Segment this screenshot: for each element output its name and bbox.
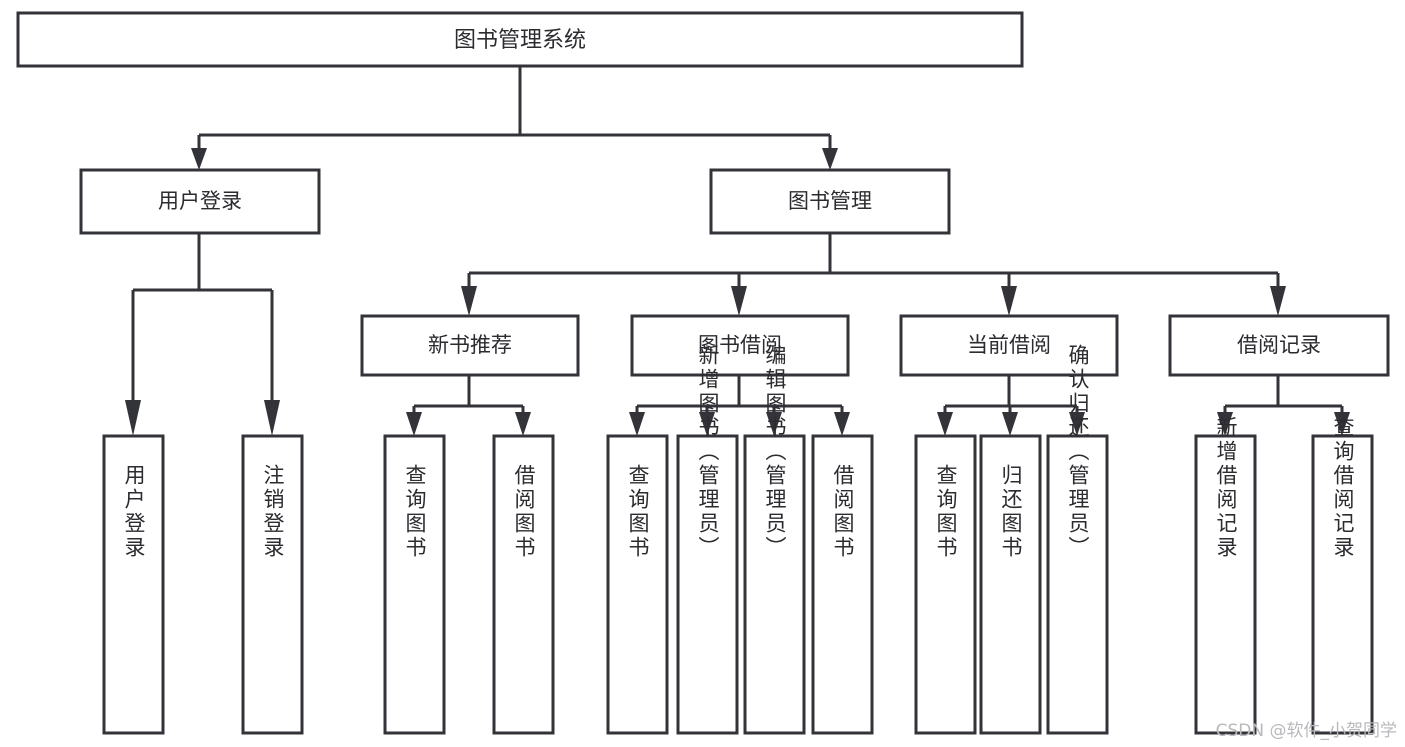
- node-current-borrow-label: 当前借阅: [967, 333, 1051, 357]
- node-leaf-user-logout-label: 注销登录: [261, 464, 285, 560]
- arrow-head-leaf-return-book: [1002, 412, 1018, 436]
- arrow-head-new-book-recommend: [461, 286, 477, 316]
- node-leaf-query-record[interactable]: 查询借阅记录: [1311, 416, 1374, 735]
- node-book-management[interactable]: 图书管理: [709, 168, 951, 235]
- node-leaf-return-book-label: 归还图书: [999, 464, 1023, 560]
- node-leaf-query-book-3[interactable]: 查询图书: [914, 434, 977, 735]
- arrow-head-leaf-borrow-book-1: [515, 412, 531, 436]
- node-book-borrow-box[interactable]: [630, 314, 850, 377]
- node-book-borrow-label: 图书借阅: [698, 333, 782, 357]
- node-leaf-query-book-1[interactable]: 查询图书: [383, 434, 446, 735]
- node-leaf-add-book[interactable]: 新增图书（管理员）: [676, 344, 739, 735]
- node-leaf-confirm-return-box[interactable]: [1046, 434, 1109, 735]
- node-root-label: 图书管理系统: [454, 28, 586, 53]
- arrow-head-book-management: [822, 148, 838, 170]
- node-user-login-label: 用户登录: [158, 189, 242, 213]
- arrow-head-leaf-edit-book: [766, 412, 782, 436]
- arrow-head-book-borrow: [731, 286, 747, 316]
- node-book-management-label: 图书管理: [788, 189, 872, 213]
- arrow-head-leaf-user-login: [125, 400, 141, 436]
- node-leaf-user-login-label: 用户登录: [122, 464, 146, 560]
- arrow-head-leaf-query-record: [1334, 412, 1350, 436]
- arrow-head-leaf-add-book: [699, 412, 715, 436]
- node-leaf-return-book-box[interactable]: [979, 434, 1042, 735]
- node-book-management-box[interactable]: [709, 168, 951, 235]
- arrow-head-leaf-user-logout: [264, 400, 280, 436]
- node-root[interactable]: 图书管理系统: [16, 11, 1024, 68]
- node-leaf-user-logout-box[interactable]: [241, 434, 304, 735]
- arrow-head-leaf-query-book-3: [937, 412, 953, 436]
- node-current-borrow[interactable]: 当前借阅: [899, 314, 1119, 377]
- arrow-head-user-login: [191, 148, 207, 170]
- node-user-login[interactable]: 用户登录: [79, 168, 321, 235]
- arrow-head-leaf-borrow-book-2: [834, 412, 850, 436]
- node-leaf-query-book-2[interactable]: 查询图书: [606, 434, 669, 735]
- arrow-head-current-borrow: [1001, 286, 1017, 316]
- node-leaf-borrow-book-1-box[interactable]: [492, 434, 555, 735]
- node-borrow-record-label: 借阅记录: [1237, 333, 1321, 357]
- node-leaf-confirm-return-label: 确认归还（管理员）: [1066, 344, 1090, 560]
- node-leaf-borrow-book-1[interactable]: 借阅图书: [492, 434, 555, 735]
- node-leaf-add-record[interactable]: 新增借阅记录: [1194, 416, 1257, 735]
- arrow-head-leaf-confirm-return: [1069, 412, 1085, 436]
- node-leaf-edit-book-box[interactable]: [743, 434, 806, 735]
- node-leaf-query-book-3-box[interactable]: [914, 434, 977, 735]
- node-current-borrow-box[interactable]: [899, 314, 1119, 377]
- node-leaf-query-book-1-box[interactable]: [383, 434, 446, 735]
- arrow-head-leaf-query-book-1: [406, 412, 422, 436]
- node-new-book-recommend[interactable]: 新书推荐: [360, 314, 580, 377]
- node-leaf-borrow-book-1-label: 借阅图书: [512, 464, 536, 560]
- node-new-book-recommend-label: 新书推荐: [428, 333, 512, 357]
- node-leaf-confirm-return[interactable]: 确认归还（管理员）: [1046, 344, 1109, 735]
- node-leaf-add-record-box[interactable]: [1194, 434, 1257, 735]
- node-leaf-add-book-box[interactable]: [676, 434, 739, 735]
- node-book-borrow[interactable]: 图书借阅: [630, 314, 850, 377]
- node-leaf-query-record-box[interactable]: [1311, 434, 1374, 735]
- node-new-book-recommend-box[interactable]: [360, 314, 580, 377]
- node-leaf-query-book-1-label: 查询图书: [403, 464, 427, 560]
- arrow-head-leaf-query-book-2: [629, 412, 645, 436]
- node-leaf-query-book-3-label: 查询图书: [934, 464, 958, 560]
- node-leaf-user-logout[interactable]: 注销登录: [241, 434, 304, 735]
- node-leaf-borrow-book-2[interactable]: 借阅图书: [811, 434, 874, 735]
- node-leaf-add-book-label: 新增图书（管理员）: [696, 344, 720, 560]
- node-user-login-box[interactable]: [79, 168, 321, 235]
- node-leaf-query-book-2-label: 查询图书: [626, 464, 650, 560]
- node-root-box[interactable]: [16, 11, 1024, 68]
- node-leaf-user-login-box[interactable]: [102, 434, 165, 735]
- node-leaf-return-book[interactable]: 归还图书: [979, 434, 1042, 735]
- arrow-head-borrow-record: [1270, 286, 1286, 316]
- node-borrow-record-box[interactable]: [1168, 314, 1390, 377]
- node-leaf-borrow-book-2-box[interactable]: [811, 434, 874, 735]
- node-leaf-query-book-2-box[interactable]: [606, 434, 669, 735]
- arrow-head-leaf-add-record: [1217, 412, 1233, 436]
- node-leaf-add-record-label: 新增借阅记录: [1214, 416, 1238, 560]
- node-leaf-query-record-label: 查询借阅记录: [1331, 416, 1355, 560]
- node-leaf-user-login[interactable]: 用户登录: [102, 434, 165, 735]
- connector-layer: [125, 66, 1350, 436]
- node-leaf-borrow-book-2-label: 借阅图书: [831, 464, 855, 560]
- node-leaf-edit-book-label: 编辑图书（管理员）: [763, 344, 787, 560]
- node-leaf-edit-book[interactable]: 编辑图书（管理员）: [743, 344, 806, 735]
- node-borrow-record[interactable]: 借阅记录: [1168, 314, 1390, 377]
